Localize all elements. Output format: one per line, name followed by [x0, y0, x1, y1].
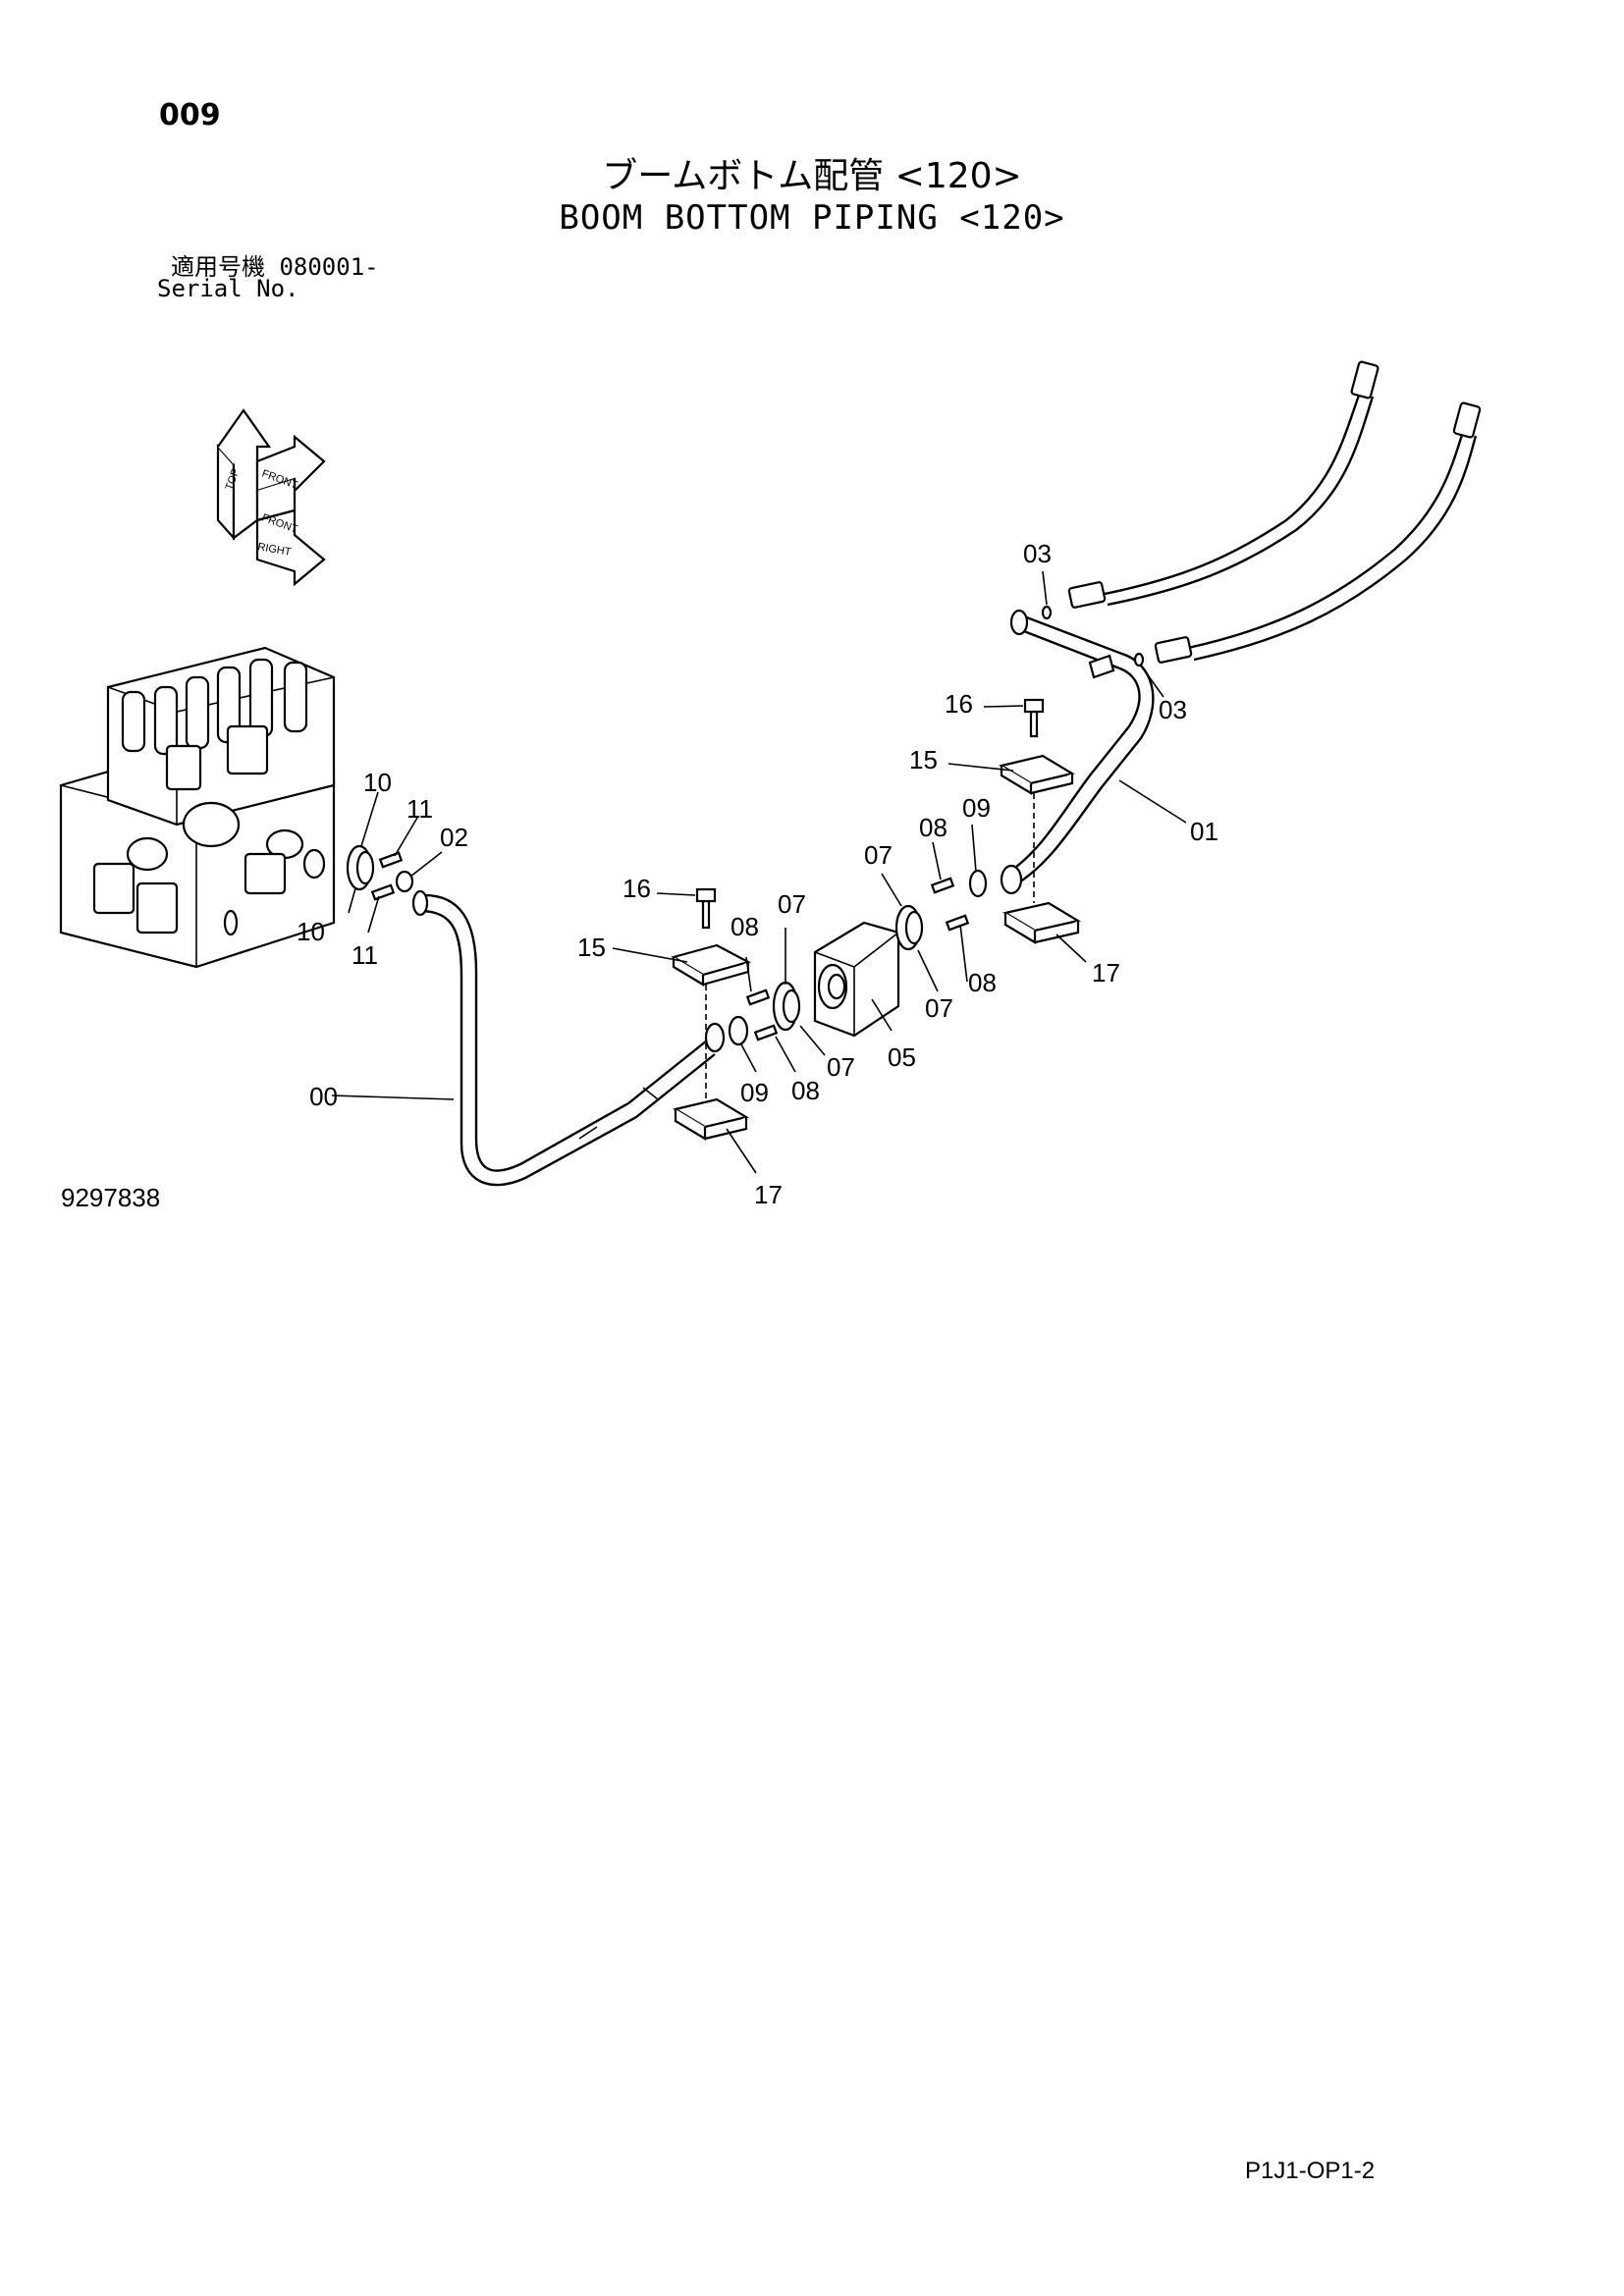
pump-connection-right: [894, 869, 988, 951]
callout-08-left-lower: 08: [791, 1076, 820, 1105]
serial-label-en: Serial No.: [157, 275, 299, 302]
callout-08-left-upper: 08: [731, 912, 759, 941]
callout-16-right: 16: [945, 689, 973, 719]
callout-01: 01: [1190, 817, 1218, 846]
callout-11-upper: 11: [406, 794, 433, 824]
serial-value: 080001-: [279, 253, 379, 281]
callout-17-left: 17: [754, 1180, 783, 1209]
callout-07-left-upper: 07: [778, 889, 806, 919]
o-rings-03: [1041, 605, 1145, 667]
title-japanese: ブームボトム配管 <120>: [602, 156, 1022, 196]
drawing-number: 9297838: [61, 1183, 161, 1212]
title-english: BOOM BOTTOM PIPING <120>: [559, 198, 1065, 238]
orientation-icon: TOP FRONT FRONT RIGHT: [216, 408, 326, 587]
callout-07-right-lower: 07: [925, 993, 953, 1023]
callout-17-right: 17: [1092, 958, 1120, 988]
page-code: P1J1-OP1-2: [1245, 2158, 1376, 2184]
callout-03-lower: 03: [1159, 695, 1187, 724]
serial-label-jp: 適用号機: [171, 253, 265, 281]
callout-10-lower: 10: [297, 917, 325, 946]
control-valve-assembly: [59, 646, 336, 969]
leader-lines: [331, 570, 1187, 1174]
callout-02: 02: [440, 823, 468, 852]
pump-connection-left: [704, 981, 801, 1053]
valve-flange-group: [346, 844, 414, 901]
manifold-block-05: [813, 921, 900, 1038]
callout-15-left: 15: [577, 933, 606, 962]
hose-upper: [1067, 360, 1380, 609]
pipe-00: [411, 889, 716, 1187]
clamp-set-right: [999, 698, 1081, 944]
pipe-01: [1000, 609, 1155, 895]
callout-16-left: 16: [623, 874, 651, 903]
callout-07-right-upper: 07: [864, 840, 893, 870]
page-number: 009: [159, 98, 221, 133]
callout-15-right: 15: [909, 745, 938, 774]
callout-11-lower: 11: [352, 940, 378, 970]
callout-08-right-upper: 08: [919, 813, 947, 842]
callout-08-right-lower: 08: [968, 968, 997, 997]
serial-applicability: 適用号機 080001-: [171, 247, 379, 282]
callout-07-left-lower: 07: [827, 1052, 855, 1082]
callout-10-upper: 10: [363, 768, 392, 797]
callout-09-right: 09: [962, 793, 991, 823]
callout-09-left: 09: [740, 1078, 769, 1107]
callout-00: 00: [309, 1082, 338, 1111]
callout-05: 05: [888, 1042, 916, 1072]
callout-labels: 00 01 02 03 03 05 07 07 07 07 08 08 08 0…: [297, 539, 1218, 1209]
callout-03-upper: 03: [1023, 539, 1052, 568]
orientation-label-right: RIGHT: [256, 541, 292, 559]
hose-lower: [1154, 401, 1482, 664]
